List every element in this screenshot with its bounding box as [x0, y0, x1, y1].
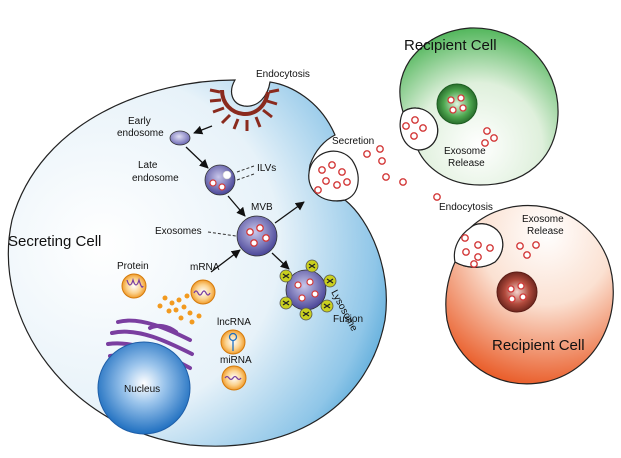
- early-endosome-label-line2: endosome: [117, 128, 164, 139]
- secreting-cell-label: Secreting Cell: [8, 233, 101, 250]
- mvb-label: MVB: [251, 202, 273, 213]
- ilvs-label: ILVs: [257, 163, 276, 174]
- exosome-release-top-line1: Exosome: [444, 146, 486, 157]
- recipient-cell-top: [399, 27, 559, 186]
- endocytosis-right-label: Endocytosis: [439, 202, 493, 213]
- secretion-pocket: [308, 150, 359, 202]
- recipient-bottom-nucleus: [496, 271, 538, 313]
- exosome-release-top-line2: Release: [448, 158, 485, 169]
- mvb: [236, 215, 278, 257]
- early-endosome: [169, 130, 191, 146]
- fusion-label: Fusion: [333, 314, 363, 325]
- arrow-early-to-late: [185, 146, 209, 169]
- ilvs-leader-1: [236, 165, 255, 173]
- arrow-mvb-to-secretion: [274, 201, 305, 224]
- exosome-release-bottom-line1: Exosome: [522, 214, 564, 225]
- late-endosome-label-line2: endosome: [132, 173, 179, 184]
- secreting-cell: [7, 79, 387, 447]
- lncrna-badge: [220, 329, 246, 355]
- late-endosome: [204, 164, 236, 196]
- nucleus: [97, 341, 191, 435]
- mrna-label: mRNA: [190, 262, 220, 273]
- arrow-mvb-to-lysosome: [271, 252, 290, 270]
- lysosome-fusion-cluster: [279, 259, 337, 321]
- golgi-vesicles: [157, 293, 202, 325]
- mirna-label: miRNA: [220, 355, 252, 366]
- recipient-bottom-label: Recipient Cell: [492, 337, 585, 354]
- endocytosis-top-label: Endocytosis: [256, 69, 310, 80]
- secretion-label: Secretion: [332, 136, 374, 147]
- lncrna-label: lncRNA: [217, 317, 251, 328]
- arrow-cargo-to-mvb: [210, 249, 241, 273]
- arrow-late-to-mvb: [227, 195, 246, 217]
- endocytosis-pit: [209, 88, 280, 131]
- early-endosome-label-line1: Early: [128, 116, 151, 127]
- late-endosome-label-line1: Late: [138, 160, 158, 171]
- arrow-pit-to-early: [193, 125, 213, 135]
- protein-label: Protein: [117, 261, 149, 272]
- ilvs-leader-2: [236, 173, 255, 181]
- recipient-cell-bottom: [445, 205, 614, 385]
- recipient-top-label: Recipient Cell: [404, 37, 497, 54]
- nucleus-label: Nucleus: [124, 384, 160, 395]
- extracellular-exosomes: [363, 145, 441, 201]
- exosomes-label: Exosomes: [155, 226, 202, 237]
- mirna-badge: [221, 365, 247, 391]
- secreting-cell-membrane: [7, 79, 387, 447]
- recipient-top-nucleus: [436, 83, 478, 125]
- protein-badge: [121, 273, 147, 299]
- exosome-release-bottom-line2: Release: [527, 226, 564, 237]
- mrna-badge: [190, 279, 216, 305]
